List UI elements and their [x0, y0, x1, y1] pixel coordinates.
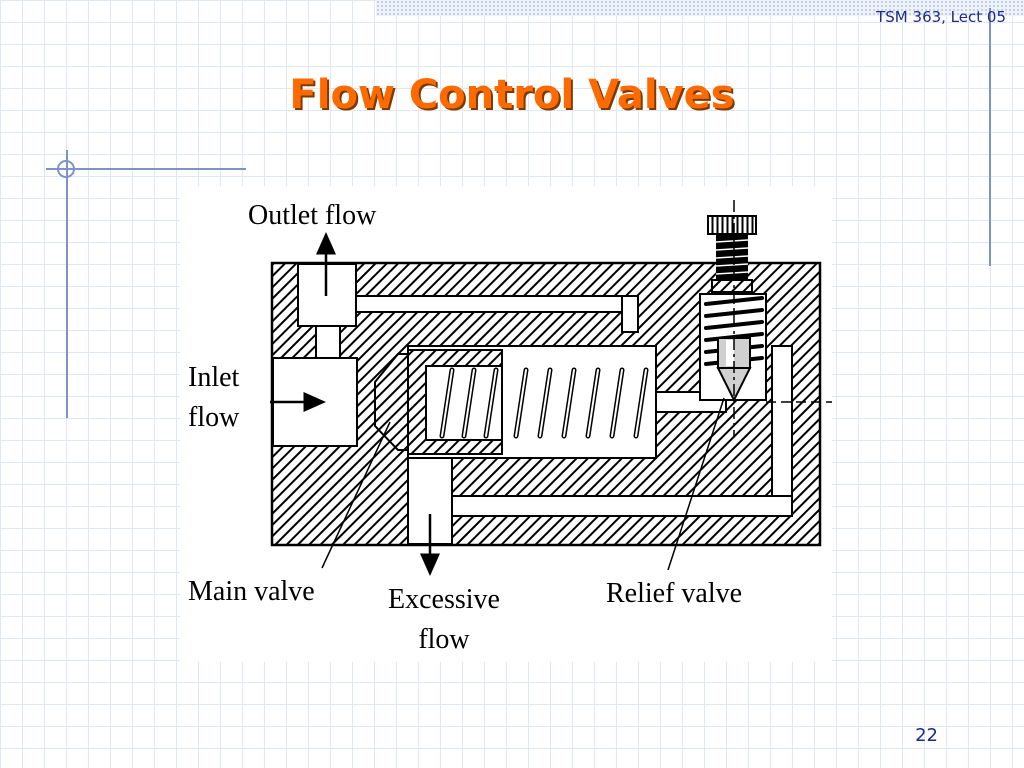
- page-number: 22: [915, 725, 938, 746]
- top-decorative-band: [376, 0, 1024, 16]
- label-excessive-line1: Excessive: [388, 584, 500, 615]
- label-outlet-flow: Outlet flow: [248, 200, 377, 231]
- label-excessive-line2: flow: [418, 624, 470, 655]
- relief-spring-cap: [711, 279, 753, 293]
- deco-line-right-vertical: [989, 8, 991, 266]
- label-relief-valve: Relief valve: [606, 578, 742, 609]
- valve-drawing: Outlet flow Inlet flow Main valve Excess…: [188, 200, 832, 655]
- label-inlet-line1: Inlet: [188, 362, 240, 393]
- deco-circle: [57, 160, 75, 178]
- outlet-neck: [315, 325, 341, 359]
- upper-passage: [355, 295, 639, 313]
- upper-passage-drop: [621, 295, 639, 333]
- deco-line-left-vertical: [66, 150, 68, 418]
- main-valve-leader: [321, 421, 391, 569]
- relief-adjust-knob: [707, 215, 757, 235]
- deco-line-left-horizontal: [46, 168, 246, 170]
- label-main-valve: Main valve: [188, 576, 315, 607]
- relief-valve-leader: [667, 397, 725, 571]
- flow-control-valve-diagram: Outlet flow Inlet flow Main valve Excess…: [180, 186, 832, 662]
- right-return-passage: [771, 345, 793, 517]
- course-label: TSM 363, Lect 05: [876, 8, 1006, 26]
- label-inlet-line2: flow: [188, 402, 240, 433]
- bottom-return-passage: [449, 495, 793, 517]
- slide-title: Flow Control Valves: [289, 72, 735, 118]
